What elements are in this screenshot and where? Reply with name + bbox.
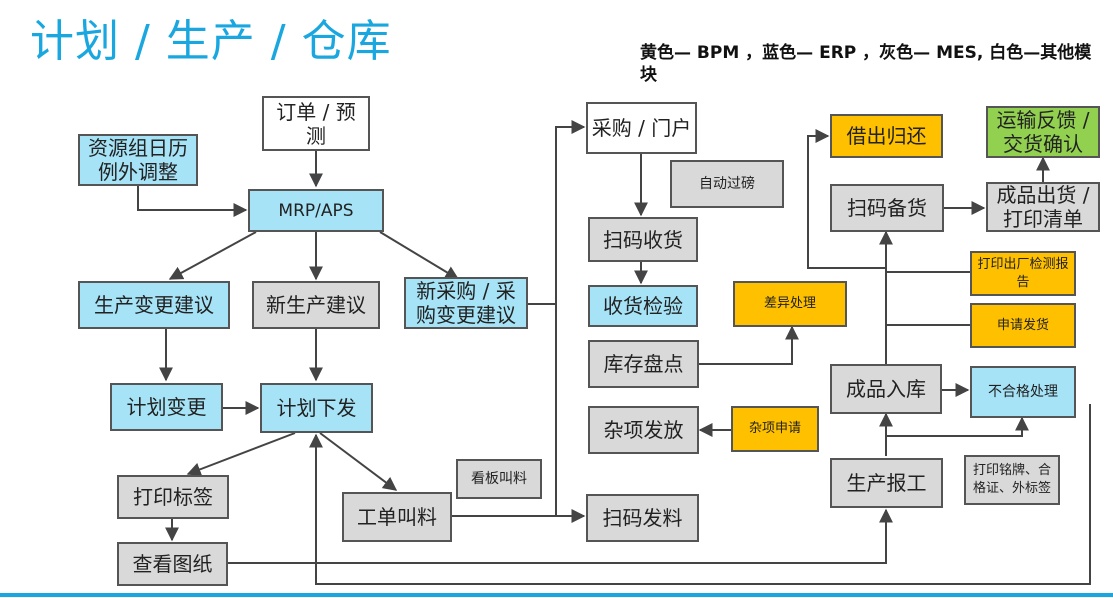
fg-ship-print-box[interactable]: 成品出货 / 打印清单 <box>986 182 1100 232</box>
footer-rule <box>0 593 1113 597</box>
edge-release-printlabel <box>186 432 296 477</box>
new-prod-suggest-box[interactable]: 新生产建议 <box>252 281 380 329</box>
color-legend: 黄色— BPM ，蓝色— ERP ，灰色— MES, 白色—其他模块 <box>640 43 1092 85</box>
auto-weigh-box[interactable]: 自动过磅 <box>670 160 784 208</box>
scan-prepare-box[interactable]: 扫码备货 <box>830 184 944 232</box>
inventory-count-label: 库存盘点 <box>603 352 684 376</box>
plan-release-label: 计划下发 <box>276 396 357 420</box>
diff-handle-label: 差异处理 <box>763 296 816 311</box>
edge-release-workorder <box>319 432 398 491</box>
edge-mrp-purchase <box>379 231 460 280</box>
misc-issue-box[interactable]: 杂项发放 <box>588 406 699 454</box>
borrow-return-box[interactable]: 借出归还 <box>830 114 943 158</box>
prod-change-suggest-box[interactable]: 生产变更建议 <box>78 281 230 329</box>
apply-ship-label: 申请发货 <box>996 317 1049 333</box>
scan-issue-box[interactable]: 扫码发料 <box>586 494 699 542</box>
prod-report-box[interactable]: 生产报工 <box>830 458 943 508</box>
mrp-aps-box[interactable]: MRP/APS <box>248 189 384 232</box>
edge-purchase-portal <box>528 120 586 305</box>
edge-mrp-prodchange <box>168 231 257 280</box>
plan-release-box[interactable]: 计划下发 <box>260 383 373 433</box>
resource-calendar-label: 资源组日历例外调整 <box>88 136 188 184</box>
order-forecast-label: 订单 / 预测 <box>276 99 356 148</box>
prod-change-suggest-label: 生产变更建议 <box>94 293 214 317</box>
print-label-box[interactable]: 打印标签 <box>117 475 229 519</box>
edge-loop-borrow <box>807 129 886 269</box>
purchase-portal-label: 采购 / 门户 <box>591 116 692 140</box>
plan-change-box[interactable]: 计划变更 <box>110 383 223 431</box>
view-drawing-label: 查看图纸 <box>132 552 213 576</box>
print-factory-report-label: 打印出厂检测报告 <box>977 256 1069 290</box>
print-factory-report-box[interactable]: 打印出厂检测报告 <box>970 251 1076 296</box>
kanban-call-box[interactable]: 看板叫料 <box>456 459 542 499</box>
scan-receive-box[interactable]: 扫码收货 <box>588 217 698 262</box>
fg-inbound-box[interactable]: 成品入库 <box>830 364 942 414</box>
misc-request-box[interactable]: 杂项申请 <box>731 406 819 452</box>
work-order-call-box[interactable]: 工单叫料 <box>342 492 452 542</box>
inventory-count-box[interactable]: 库存盘点 <box>588 340 699 388</box>
edge-inventory-diff <box>699 325 799 365</box>
edge-report-nonconform <box>886 416 1029 437</box>
print-nameplate-box[interactable]: 打印铭牌、合格证、外标签 <box>964 455 1060 505</box>
resource-calendar-box[interactable]: 资源组日历例外调整 <box>78 134 198 186</box>
borrow-return-label: 借出归还 <box>846 124 927 148</box>
nonconform-label: 不合格处理 <box>988 384 1058 400</box>
misc-request-label: 杂项申请 <box>748 421 801 436</box>
fg-ship-print-label: 成品出货 / 打印清单 <box>996 183 1090 231</box>
auto-weigh-label: 自动过磅 <box>699 176 755 192</box>
transport-feedback-box[interactable]: 运输反馈 / 交货确认 <box>986 106 1100 158</box>
plan-change-label: 计划变更 <box>126 395 207 419</box>
fg-inbound-label: 成品入库 <box>846 377 926 401</box>
apply-ship-box[interactable]: 申请发货 <box>970 303 1076 348</box>
misc-issue-label: 杂项发放 <box>603 418 684 442</box>
scan-receive-label: 扫码收货 <box>603 227 683 252</box>
scan-prepare-label: 扫码备货 <box>847 196 927 220</box>
new-purchase-suggest-box[interactable]: 新采购 / 采购变更建议 <box>404 277 528 329</box>
scan-issue-label: 扫码发料 <box>602 506 683 530</box>
edge-drawing-report <box>228 508 893 564</box>
nonconform-box[interactable]: 不合格处理 <box>970 366 1076 418</box>
new-purchase-suggest-label: 新采购 / 采购变更建议 <box>416 279 516 327</box>
page-title: 计划 / 生产 / 仓库 <box>30 16 392 67</box>
view-drawing-box[interactable]: 查看图纸 <box>117 542 228 586</box>
print-label-label: 打印标签 <box>133 485 213 509</box>
prod-report-label: 生产报工 <box>846 471 927 495</box>
receive-inspect-label: 收货检验 <box>603 294 683 318</box>
order-forecast-box[interactable]: 订单 / 预测 <box>262 96 370 151</box>
work-order-call-label: 工单叫料 <box>357 505 437 529</box>
receive-inspect-box[interactable]: 收货检验 <box>588 285 698 327</box>
print-nameplate-label: 打印铭牌、合格证、外标签 <box>972 463 1051 496</box>
kanban-call-label: 看板叫料 <box>471 471 527 487</box>
edge-loop-release <box>309 404 1091 585</box>
diff-handle-box[interactable]: 差异处理 <box>733 281 847 327</box>
mrp-aps-label: MRP/APS <box>278 200 354 221</box>
edge-resource-mrp <box>137 186 248 217</box>
purchase-portal-box[interactable]: 采购 / 门户 <box>586 102 697 154</box>
new-prod-suggest-label: 新生产建议 <box>266 293 366 317</box>
transport-feedback-label: 运输反馈 / 交货确认 <box>996 108 1090 156</box>
